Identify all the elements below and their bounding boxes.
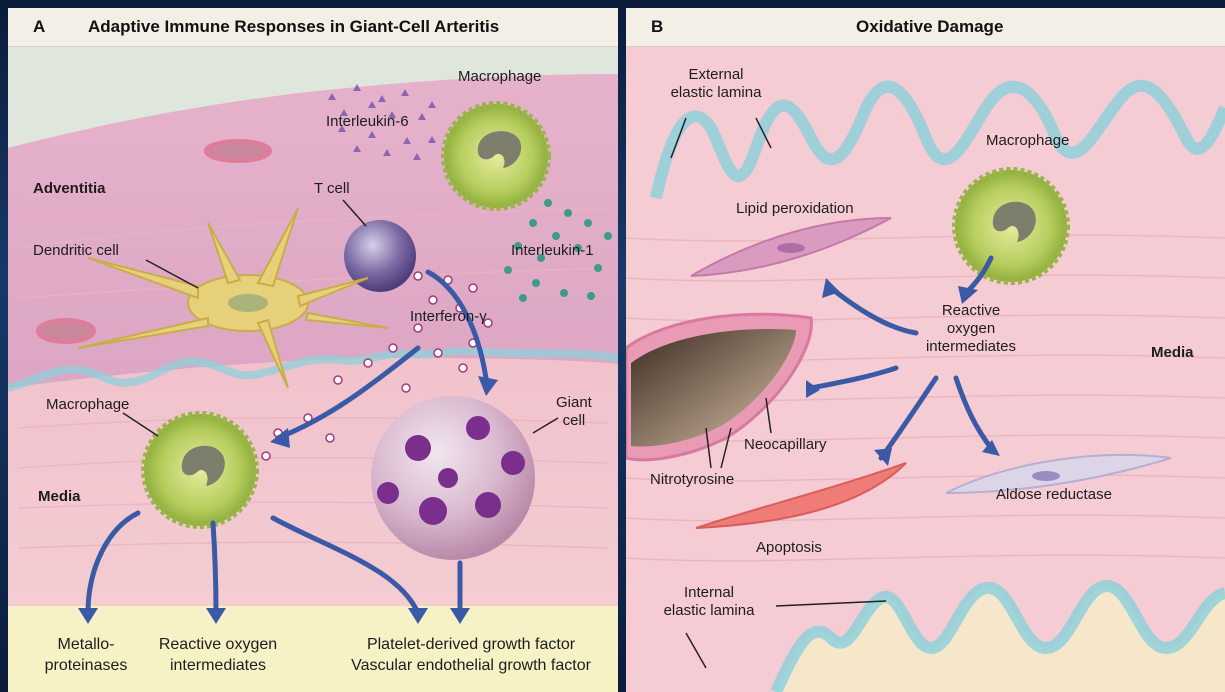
dendritic-cell-label: Dendritic cell bbox=[33, 242, 119, 260]
output-metallo-line2: proteinases bbox=[36, 655, 136, 676]
external-lamina-line2: elastic lamina bbox=[646, 84, 786, 102]
panel-a-header: A Adaptive Immune Responses in Giant-Cel… bbox=[8, 8, 618, 47]
nitrotyrosine-label: Nitrotyrosine bbox=[650, 471, 734, 489]
reactive-line1: Reactive bbox=[896, 302, 1046, 320]
panel-b-header: B Oxidative Damage bbox=[626, 8, 1225, 47]
output-metallo-line1: Metallo- bbox=[36, 634, 136, 655]
external-lamina-line1: External bbox=[646, 66, 786, 84]
adventitia-label: Adventitia bbox=[33, 180, 106, 198]
macrophage-top-label: Macrophage bbox=[458, 68, 541, 86]
panel-a-title: Adaptive Immune Responses in Giant-Cell … bbox=[88, 17, 499, 37]
panel-b: B Oxidative Damage External elastic lami… bbox=[626, 8, 1225, 692]
giant-cell-label-line1: Giant bbox=[556, 394, 592, 412]
panel-a-illustration bbox=[8, 8, 618, 692]
aldose-reductase-label: Aldose reductase bbox=[996, 486, 1112, 504]
internal-lamina-line1: Internal bbox=[644, 584, 774, 602]
macrophage-left-icon bbox=[144, 414, 256, 526]
panel-b-letter: B bbox=[651, 17, 663, 37]
output-roi-line1: Reactive oxygen bbox=[143, 634, 293, 655]
interleukin1-label: Interleukin-1 bbox=[511, 242, 594, 260]
t-cell-label: T cell bbox=[314, 180, 350, 198]
internal-lamina-line2: elastic lamina bbox=[644, 602, 774, 620]
panel-a-letter: A bbox=[33, 17, 45, 37]
reactive-line3: intermediates bbox=[896, 338, 1046, 356]
giant-cell-label: Giant cell bbox=[556, 394, 592, 430]
macrophage-b-icon bbox=[955, 170, 1067, 282]
interleukin6-label: Interleukin-6 bbox=[326, 113, 409, 131]
giant-cell-label-line2: cell bbox=[556, 412, 592, 430]
interferon-label: Interferon-γ bbox=[410, 308, 487, 326]
macrophage-left-label: Macrophage bbox=[46, 396, 129, 414]
giant-cell-icon bbox=[371, 396, 535, 560]
macrophage-b-label: Macrophage bbox=[986, 132, 1069, 150]
external-lamina-label: External elastic lamina bbox=[646, 66, 786, 102]
output-growth-line1: Platelet-derived growth factor bbox=[326, 634, 616, 655]
panel-a: A Adaptive Immune Responses in Giant-Cel… bbox=[8, 8, 618, 692]
apoptosis-label: Apoptosis bbox=[756, 539, 822, 557]
media-label-a: Media bbox=[38, 488, 81, 506]
output-roi-line2: intermediates bbox=[143, 655, 293, 676]
lipid-peroxidation-label: Lipid peroxidation bbox=[736, 200, 854, 218]
macrophage-top-icon bbox=[444, 104, 548, 208]
output-metalloproteinases: Metallo- proteinases bbox=[36, 634, 136, 676]
output-reactive-oxygen: Reactive oxygen intermediates bbox=[143, 634, 293, 676]
neocapillary-label: Neocapillary bbox=[744, 436, 827, 454]
panel-b-title: Oxidative Damage bbox=[856, 17, 1003, 37]
media-label-b: Media bbox=[1151, 344, 1194, 362]
output-growth-line2: Vascular endothelial growth factor bbox=[326, 655, 616, 676]
reactive-oxygen-label: Reactive oxygen intermediates bbox=[896, 302, 1046, 356]
output-growth-factors: Platelet-derived growth factor Vascular … bbox=[326, 634, 616, 676]
internal-lamina-label: Internal elastic lamina bbox=[644, 584, 774, 620]
reactive-line2: oxygen bbox=[896, 320, 1046, 338]
